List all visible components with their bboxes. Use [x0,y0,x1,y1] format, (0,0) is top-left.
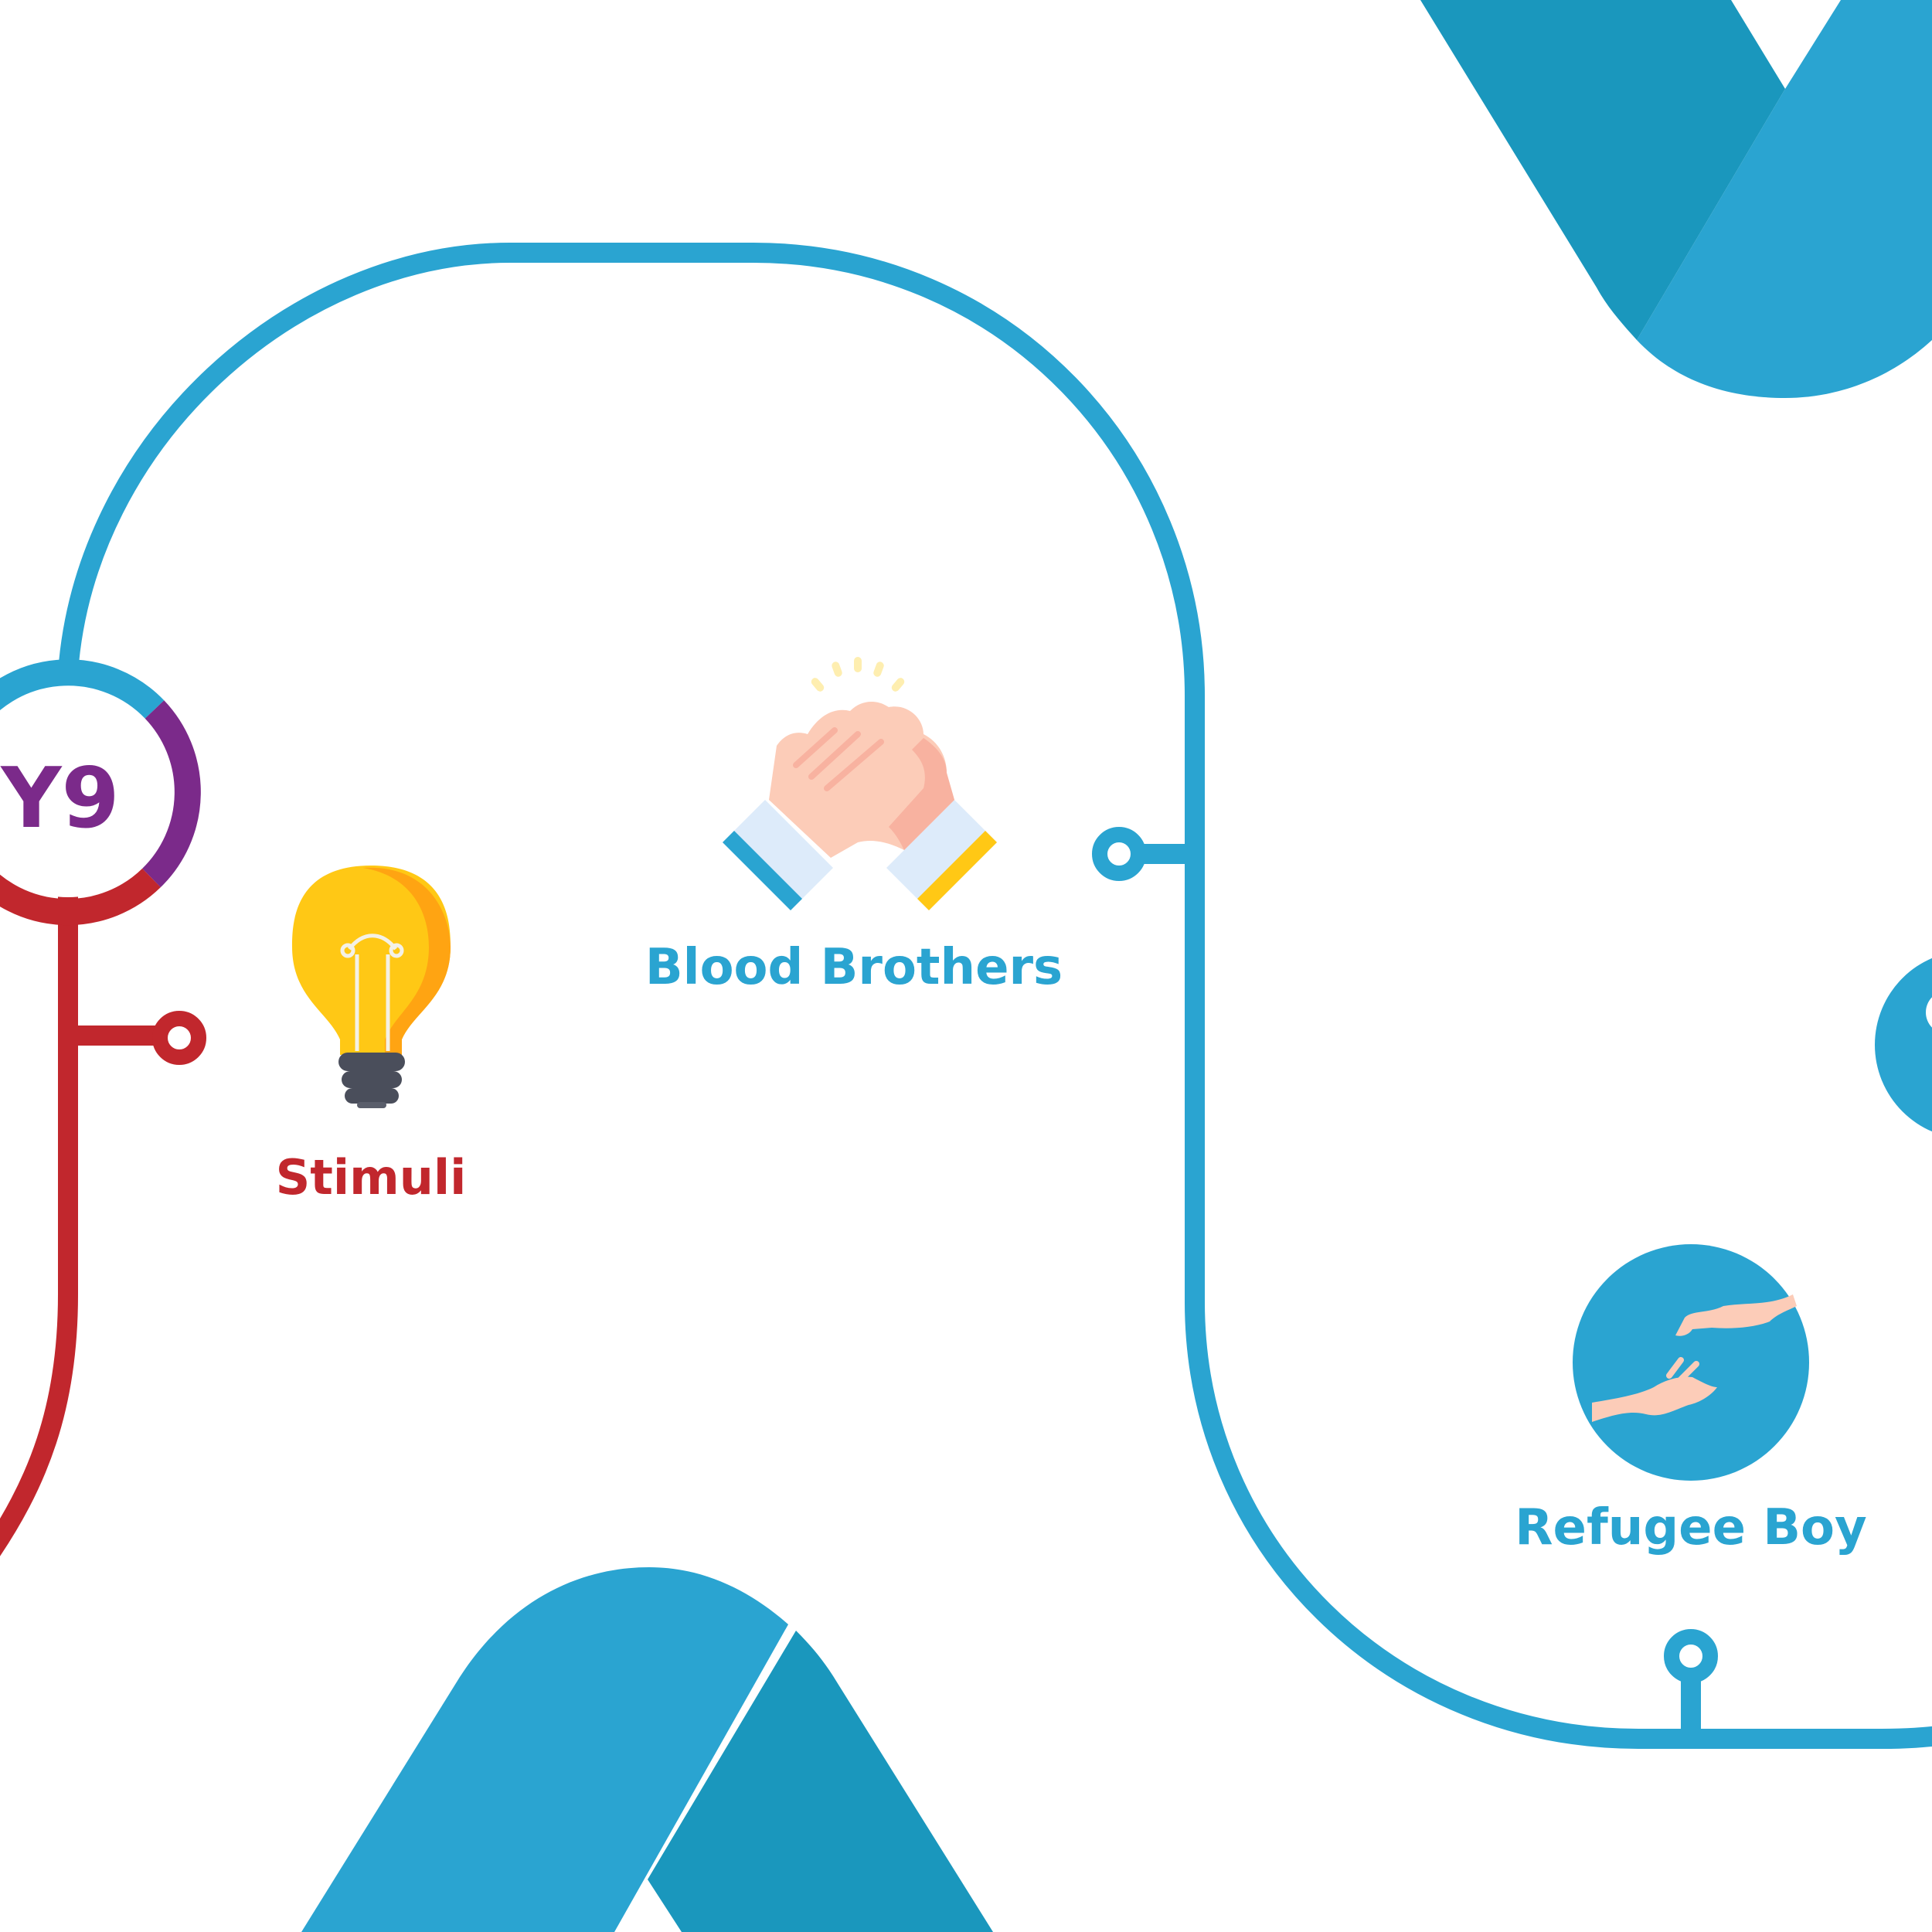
reaching-hands-icon [1573,1244,1809,1481]
badge-ring-blue [0,659,165,719]
right-edge-circle [1875,957,1932,1132]
decorative-shapes [301,0,1932,1932]
red-path [0,889,162,1556]
stimuli-label: Stimuli [276,1149,467,1206]
bottom-chevron-light [301,1567,788,1932]
stimuli-connector-node [152,1011,206,1065]
y9-badge: Y9 [0,659,201,926]
lightbulb-icon [292,866,451,1108]
badge-text: Y9 [0,750,120,847]
refugee-boy-connector-node [1664,1629,1718,1683]
top-right-chevron-dark [1420,0,1785,340]
badge-ring-purple [141,700,201,888]
badge-ring-red [0,868,161,926]
blood-brothers-connector-node [1092,827,1146,881]
blood-brothers-label: Blood Brothers [645,939,1063,996]
bottom-chevron-dark [648,1631,993,1932]
top-right-chevron-light [1637,0,1932,398]
clasped-hands-icon [723,657,997,910]
refugee-boy-label: Refugee Boy [1515,1499,1866,1556]
right-edge-circle-inner [1926,997,1932,1028]
